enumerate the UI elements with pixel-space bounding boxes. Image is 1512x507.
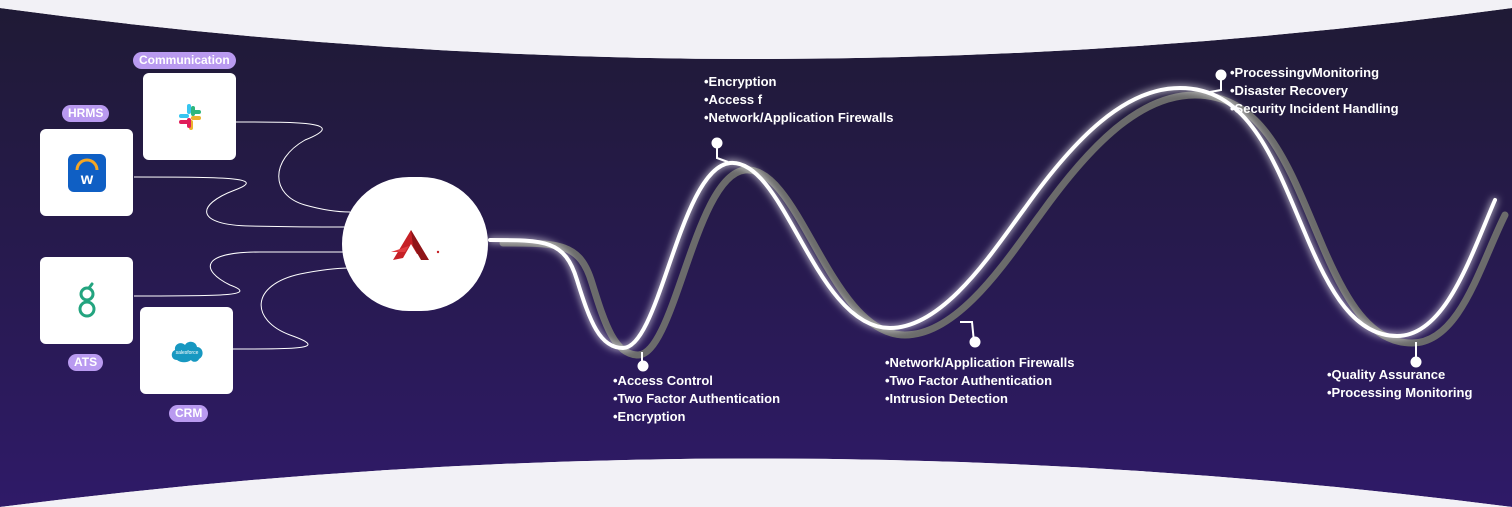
brand-logo-icon [391, 230, 440, 260]
roadmap-wave [488, 85, 1497, 351]
milestone-3-item-2: •Two Factor Authentication [885, 373, 1053, 388]
milestone-3-item-3: •Intrusion Detection [885, 391, 1008, 406]
svg-text:w: w [79, 171, 93, 188]
milestone-2-item-3: •Network/Application Firewalls [704, 110, 894, 125]
roadmap-wave-shadow [499, 91, 1509, 359]
milestone-5-item-2: •Processing Monitoring [1327, 385, 1473, 400]
integration-card-ats[interactable] [40, 257, 133, 344]
milestone-4-item-1: •ProcessingvMonitoring [1230, 65, 1380, 80]
milestone-3-label: •Network/Application Firewalls •Two Fact… [885, 354, 1074, 408]
milestone-1-dot [637, 360, 649, 372]
workday-icon: w [67, 153, 106, 192]
milestone-1-item-2: •Two Factor Authentication [613, 391, 781, 406]
background-band [0, 8, 1512, 507]
milestone-4-item-2: •Disaster Recovery [1230, 83, 1349, 98]
salesforce-icon: salesforce [171, 341, 203, 362]
connector-hrms [133, 176, 346, 228]
category-pill-crm: CRM [169, 405, 209, 422]
milestone-4-item-3: •Security Incident Handling [1230, 101, 1399, 116]
salesforce-logo-text: salesforce [175, 350, 198, 356]
milestone-5-label: •Quality Assurance •Processing Monitorin… [1327, 366, 1472, 402]
top-glow [0, 0, 1512, 59]
milestone-2-dot [711, 137, 723, 149]
milestone-2-item-1: •Encryption [704, 74, 777, 89]
integration-card-crm[interactable]: salesforce [140, 307, 233, 394]
greenhouse-icon [78, 282, 95, 317]
milestone-4-dot [1215, 69, 1227, 81]
category-pill-hrms: HRMS [62, 105, 110, 122]
connector-communication [235, 121, 351, 213]
category-pill-communication: Communication [133, 52, 236, 69]
milestone-1-item-3: •Encryption [613, 409, 686, 424]
milestone-3-dot [969, 336, 981, 348]
integration-card-communication[interactable] [143, 73, 236, 160]
milestone-2-item-2: •Access f [704, 92, 763, 107]
milestone-4-label: •ProcessingvMonitoring •Disaster Recover… [1230, 64, 1399, 118]
milestone-1-label: •Access Control •Two Factor Authenticati… [613, 372, 780, 426]
milestone-2-label: •Encryption •Access f •Network/Applicati… [704, 73, 893, 127]
milestone-markers [637, 69, 1422, 372]
milestone-5-item-1: •Quality Assurance [1327, 367, 1446, 382]
connector-crm [232, 267, 351, 350]
milestone-5-dot [1410, 356, 1422, 368]
bottom-glow [0, 458, 1512, 507]
integration-connectors [133, 121, 351, 350]
integration-card-hrms[interactable]: w [40, 129, 133, 216]
central-hub[interactable] [342, 177, 488, 311]
connector-ats [133, 251, 345, 297]
milestone-1-item-1: •Access Control [613, 373, 713, 388]
category-pill-ats: ATS [68, 354, 104, 371]
milestone-3-item-1: •Network/Application Firewalls [885, 355, 1075, 370]
slack-icon [178, 103, 201, 130]
